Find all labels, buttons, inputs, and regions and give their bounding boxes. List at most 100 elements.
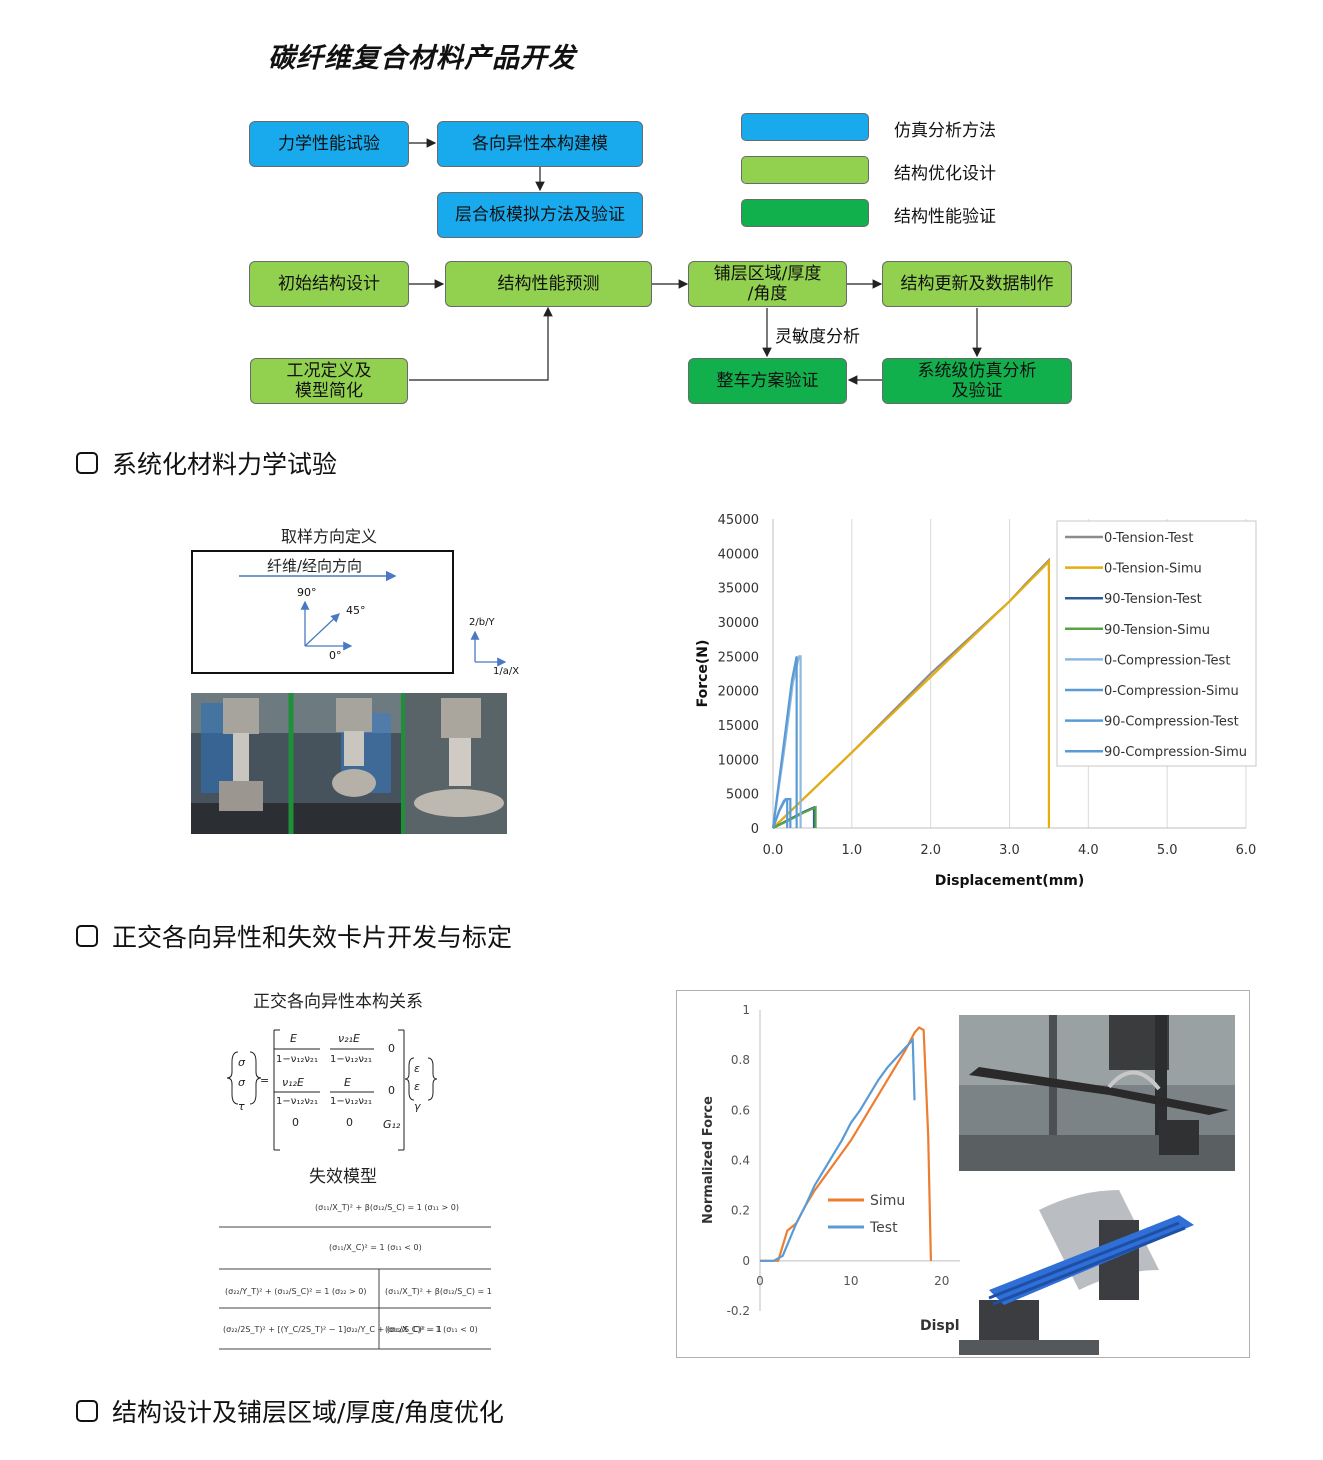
constitutive-matrix-equation: σστ = E 1−ν₁₂ν₂₁ ν₂₁E 1−ν₁₂ν₂₁ 0 ν₁₂E 1−… — [226, 1029, 438, 1151]
legend-label-sim: 仿真分析方法 — [894, 121, 996, 141]
fiber-direction-label: 纤维/经向方向 — [267, 557, 363, 575]
angle-45-label: 45° — [346, 604, 366, 617]
legend-label: 0-Tension-Simu — [1104, 562, 1202, 577]
checkbox-icon — [76, 452, 98, 474]
svg-text:(σ₁₁/X_T)² + β(σ₁₂/S_C) = 1 (: (σ₁₁/X_T)² + β(σ₁₂/S_C) = 1 (σ₁₁ > 0) — [315, 1203, 459, 1212]
checkbox-icon — [76, 925, 98, 947]
sampling-caption: 取样方向定义 — [281, 527, 378, 546]
angle-0-label: 0° — [329, 649, 342, 662]
section-heading-3: 结构设计及铺层区域/厚度/角度优化 — [76, 1393, 504, 1429]
legend-label: 90-Compression-Test — [1104, 715, 1239, 730]
axis-y-label: 2/b/Y — [469, 617, 495, 628]
series-line — [771, 656, 798, 829]
constitutive-caption: 正交各向异性本构关系 — [253, 992, 423, 1012]
y-tick-label: -0.2 — [727, 1304, 750, 1318]
failure-criteria-table: (σ₁₁/X_T)² + β(σ₁₂/S_C) = 1 (σ₁₁ > 0) (σ… — [219, 1203, 493, 1350]
legend-swatch-verify — [741, 199, 869, 227]
sensitivity-label: 灵敏度分析 — [775, 327, 860, 347]
box-work-line1: 工况定义及 — [286, 361, 372, 381]
box-init-design: 初始结构设计 — [249, 261, 409, 307]
box-work: 工况定义及 模型简化 — [250, 358, 408, 404]
y-tick-label: 0.8 — [731, 1053, 750, 1067]
x-tick-label: 1.0 — [841, 843, 862, 858]
svg-text:ν₂₁E: ν₂₁E — [338, 1032, 360, 1045]
x-axis-title: Displ — [920, 1318, 960, 1334]
svg-text:(σ₁₁/X_C)² = 1 (σ₁₁ < 0): (σ₁₁/X_C)² = 1 (σ₁₁ < 0) — [329, 1243, 422, 1252]
x-tick-label: 4.0 — [1078, 843, 1099, 858]
box-mech-test: 力学性能试验 — [249, 121, 409, 167]
box-laminate: 层合板模拟方法及验证 — [437, 192, 643, 238]
box-system: 系统级仿真分析 及验证 — [882, 358, 1072, 404]
fe-model-render — [959, 1180, 1235, 1355]
flow-connectors — [409, 138, 982, 385]
y-tick-label: 15000 — [718, 719, 759, 734]
x-tick-label: 0.0 — [763, 843, 784, 858]
legend-label: 90-Tension-Simu — [1104, 623, 1210, 638]
svg-text:ε: ε — [414, 1062, 420, 1075]
svg-text:0: 0 — [388, 1042, 395, 1055]
arrow-work-to-predict — [409, 306, 553, 381]
series-line — [771, 798, 789, 829]
legend-label: Simu — [870, 1193, 905, 1209]
legend-label: 0-Tension-Test — [1104, 531, 1193, 546]
svg-text:1−ν₁₂ν₂₁: 1−ν₁₂ν₂₁ — [330, 1096, 372, 1107]
legend-label: 90-Compression-Simu — [1104, 745, 1247, 760]
legend-label: 90-Tension-Test — [1104, 592, 1202, 607]
series-line — [772, 805, 817, 829]
svg-text:G₁₂: G₁₂ — [383, 1118, 401, 1131]
box-update: 结构更新及数据制作 — [882, 261, 1072, 307]
axis-x-label: 1/a/X — [493, 666, 520, 677]
checkbox-icon — [76, 1400, 98, 1422]
x-tick-label: 2.0 — [920, 843, 941, 858]
svg-text:0: 0 — [388, 1084, 395, 1097]
sampling-arrows — [239, 570, 507, 667]
legend-swatch-opt — [741, 156, 869, 184]
y-tick-label: 0 — [742, 1254, 750, 1268]
y-tick-label: 35000 — [718, 582, 759, 597]
legend-box — [1056, 520, 1257, 767]
section-label: 正交各向异性和失效卡片开发与标定 — [112, 923, 513, 952]
box-system-line1: 系统级仿真分析 — [917, 361, 1037, 381]
svg-text:ε: ε — [414, 1080, 420, 1093]
section-heading-1: 系统化材料力学试验 — [76, 445, 337, 481]
section-heading-2: 正交各向异性和失效卡片开发与标定 — [76, 918, 512, 954]
box-aniso-model: 各向异性本构建模 — [437, 121, 643, 167]
y-tick-label: 1 — [742, 1003, 750, 1017]
x-tick-label: 6.0 — [1236, 843, 1257, 858]
y-tick-label: 0.4 — [731, 1154, 750, 1168]
svg-text:γ: γ — [414, 1100, 421, 1113]
svg-text:σ: σ — [238, 1056, 246, 1069]
box-vehicle: 整车方案验证 — [688, 358, 847, 404]
y-tick-label: 0.2 — [731, 1204, 750, 1218]
svg-text:τ: τ — [238, 1100, 245, 1113]
y-tick-label: 5000 — [726, 788, 759, 803]
legend-label-opt: 结构优化设计 — [894, 164, 996, 184]
y-tick-label: 0 — [751, 822, 759, 837]
svg-text:(σ₁₁/X_C)² = 1 (σ₁₁ < 0): (σ₁₁/X_C)² = 1 (σ₁₁ < 0) — [385, 1325, 478, 1334]
x-tick-label: 0 — [756, 1274, 764, 1288]
y-tick-label: 10000 — [718, 753, 759, 768]
legend-label: Test — [869, 1220, 898, 1236]
series-line — [760, 1037, 916, 1262]
svg-text:(σ₁₁/X_T)² + β(σ₁₂/S_C) = 1 (: (σ₁₁/X_T)² + β(σ₁₂/S_C) = 1 (σ₁₁ > 0) — [385, 1287, 493, 1296]
svg-text:E: E — [344, 1076, 351, 1089]
svg-text:1−ν₁₂ν₂₁: 1−ν₁₂ν₂₁ — [276, 1054, 318, 1065]
box-work-line2: 模型简化 — [295, 381, 363, 401]
three-point-bend-photo — [959, 1015, 1235, 1171]
y-tick-label: 30000 — [718, 616, 759, 631]
box-ply-line2: /角度 — [747, 284, 788, 304]
test-machine-photo — [191, 693, 507, 834]
angle-90-label: 90° — [297, 586, 317, 599]
svg-text:ν₁₂E: ν₁₂E — [282, 1076, 304, 1089]
svg-text:0: 0 — [292, 1116, 299, 1129]
series-line — [772, 558, 1051, 829]
y-tick-label: 45000 — [718, 513, 759, 528]
section-label: 系统化材料力学试验 — [112, 450, 338, 479]
svg-text:0: 0 — [346, 1116, 353, 1129]
y-tick-label: 20000 — [718, 685, 759, 700]
svg-text:1−ν₁₂ν₂₁: 1−ν₁₂ν₂₁ — [276, 1096, 318, 1107]
y-tick-label: 25000 — [718, 650, 759, 665]
svg-text:σ: σ — [238, 1076, 246, 1089]
